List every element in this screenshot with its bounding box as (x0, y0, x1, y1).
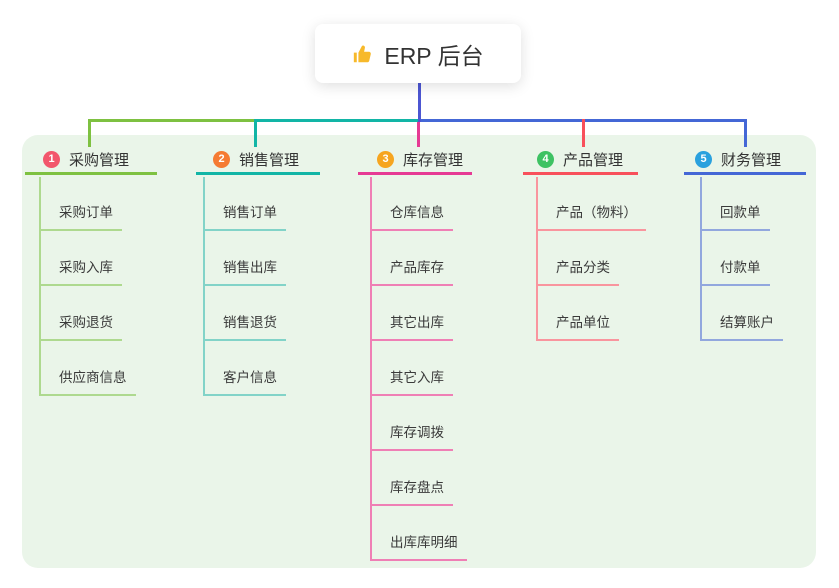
child-node[interactable]: 采购入库 (39, 258, 122, 286)
child-node[interactable]: 仓库信息 (370, 203, 453, 231)
branch-node-4[interactable]: 4 产品管理 (523, 146, 638, 175)
branch-node-5[interactable]: 5 财务管理 (684, 146, 806, 175)
child-rail-4 (536, 177, 538, 341)
child-node[interactable]: 客户信息 (203, 368, 286, 396)
branch-label-3: 库存管理 (403, 151, 464, 169)
child-node[interactable]: 产品分类 (536, 258, 619, 286)
child-node[interactable]: 销售退货 (203, 313, 286, 341)
child-node[interactable]: 产品（物料） (536, 203, 646, 231)
branch-node-1[interactable]: 1 采购管理 (25, 146, 157, 175)
branch-badge-1: 1 (43, 150, 60, 168)
branch-badge-2: 2 (213, 150, 230, 168)
child-node[interactable]: 结算账户 (700, 313, 783, 341)
child-rail-2 (203, 177, 205, 396)
child-node[interactable]: 产品单位 (536, 313, 619, 341)
connector-drop-branch-2 (254, 119, 257, 147)
root-node[interactable]: ERP 后台 (315, 24, 521, 83)
child-node[interactable]: 销售订单 (203, 203, 286, 231)
child-node[interactable]: 其它出库 (370, 313, 453, 341)
child-node[interactable]: 销售出库 (203, 258, 286, 286)
connector-branch-1 (88, 119, 257, 122)
child-node[interactable]: 出库库明细 (370, 533, 467, 561)
branch-badge-3: 3 (377, 150, 394, 168)
branch-badge-4: 4 (537, 150, 554, 168)
branch-node-3[interactable]: 3 库存管理 (358, 146, 472, 175)
child-node[interactable]: 采购订单 (39, 203, 122, 231)
child-node[interactable]: 采购退货 (39, 313, 122, 341)
child-rail-3 (370, 177, 372, 561)
connector-drop-branch-5 (744, 119, 747, 147)
thumbs-up-icon (354, 45, 372, 62)
connector-drop-branch-4 (582, 119, 585, 147)
child-node[interactable]: 库存调拨 (370, 423, 453, 451)
branch-node-2[interactable]: 2 销售管理 (196, 146, 320, 175)
connector-drop-branch-3 (417, 122, 420, 147)
root-title: ERP 后台 (384, 42, 484, 69)
child-rail-5 (700, 177, 702, 341)
child-node[interactable]: 供应商信息 (39, 368, 136, 396)
branch-label-2: 销售管理 (239, 151, 300, 169)
child-node[interactable]: 其它入库 (370, 368, 453, 396)
branch-label-4: 产品管理 (563, 151, 624, 169)
branch-label-1: 采购管理 (69, 151, 130, 169)
child-node[interactable]: 付款单 (700, 258, 770, 286)
branches-panel (22, 135, 816, 568)
root-connector (418, 82, 421, 122)
connector-branch-2 (255, 119, 420, 122)
branch-badge-5: 5 (695, 150, 712, 168)
child-rail-1 (39, 177, 41, 396)
branch-label-5: 财务管理 (721, 151, 782, 169)
child-node[interactable]: 回款单 (700, 203, 770, 231)
child-node[interactable]: 产品库存 (370, 258, 453, 286)
child-node[interactable]: 库存盘点 (370, 478, 453, 506)
connector-drop-branch-1 (88, 119, 91, 147)
